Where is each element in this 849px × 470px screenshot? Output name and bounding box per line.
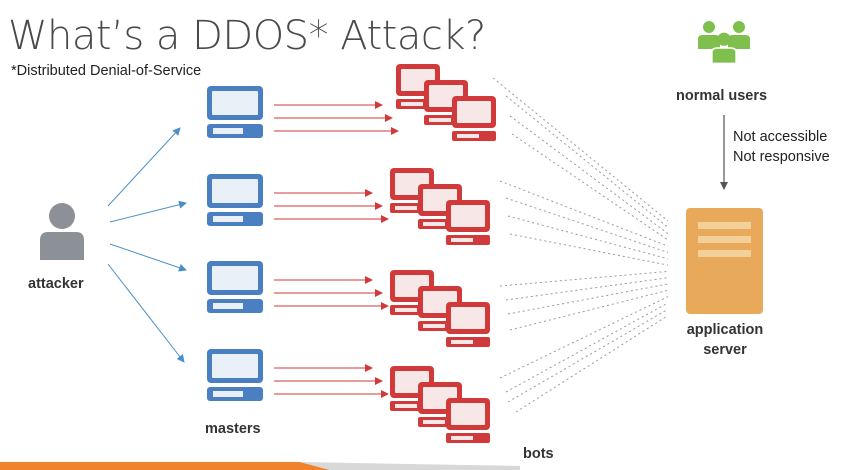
bot-group bbox=[390, 270, 490, 347]
slide-title: What’s a DDOS* Attack? bbox=[8, 13, 486, 59]
bottom-accent-bar-gray bbox=[300, 462, 520, 470]
bot-group bbox=[390, 366, 490, 443]
control-arrows bbox=[107, 127, 187, 363]
bot-group bbox=[396, 64, 496, 141]
status-note: Not accessible Not responsive bbox=[733, 127, 830, 167]
attacker-label: attacker bbox=[28, 276, 84, 292]
application-server-label: application server bbox=[682, 320, 768, 360]
bot-to-server-lines bbox=[492, 77, 669, 413]
master-computer-icon bbox=[207, 174, 263, 226]
diagram-nodes bbox=[40, 21, 763, 443]
master-computer-icon bbox=[207, 349, 263, 401]
bot-to-server-line bbox=[499, 180, 669, 247]
attacker-icon bbox=[40, 203, 84, 260]
control-arrow bbox=[107, 263, 185, 363]
normal-users-label: normal users bbox=[676, 88, 768, 104]
bot-group bbox=[390, 168, 490, 245]
masters-label: masters bbox=[205, 421, 261, 437]
master-computer-icon bbox=[207, 86, 263, 138]
master-computer-icon bbox=[207, 261, 263, 313]
bot-computer-icon bbox=[446, 302, 490, 347]
bot-to-server-line bbox=[499, 270, 669, 287]
attack-arrows bbox=[274, 101, 399, 398]
bot-computer-icon bbox=[446, 200, 490, 245]
bot-to-server-line bbox=[509, 233, 669, 266]
bot-to-server-line bbox=[505, 197, 669, 253]
status-note-line1: Not accessible bbox=[733, 129, 828, 145]
bot-to-server-line bbox=[507, 283, 669, 315]
bot-to-server-line bbox=[507, 215, 669, 260]
server-label-line1: application bbox=[686, 322, 764, 338]
bots-label: bots bbox=[523, 446, 554, 462]
bot-to-server-line bbox=[505, 95, 669, 228]
slide-subtitle: *Distributed Denial-of-Service bbox=[11, 63, 202, 79]
bot-to-server-line bbox=[509, 289, 669, 331]
bot-to-server-line bbox=[505, 277, 669, 301]
bot-computer-icon bbox=[452, 96, 496, 141]
control-arrow bbox=[107, 127, 181, 207]
bot-to-server-line bbox=[505, 302, 669, 393]
bot-to-server-line bbox=[492, 77, 669, 222]
bottom-accent-bar bbox=[0, 462, 330, 470]
bot-to-server-line bbox=[507, 308, 669, 403]
control-arrow bbox=[109, 243, 187, 272]
control-arrow bbox=[109, 200, 187, 223]
normal-users-icon bbox=[698, 21, 750, 65]
status-note-line2: Not responsive bbox=[733, 149, 830, 165]
bot-to-server-line bbox=[499, 296, 669, 379]
bot-to-server-line bbox=[511, 133, 669, 241]
server-label-line2: server bbox=[703, 342, 747, 358]
application-server-icon bbox=[686, 208, 763, 314]
bot-to-server-line bbox=[515, 315, 669, 413]
bot-computer-icon bbox=[446, 398, 490, 443]
